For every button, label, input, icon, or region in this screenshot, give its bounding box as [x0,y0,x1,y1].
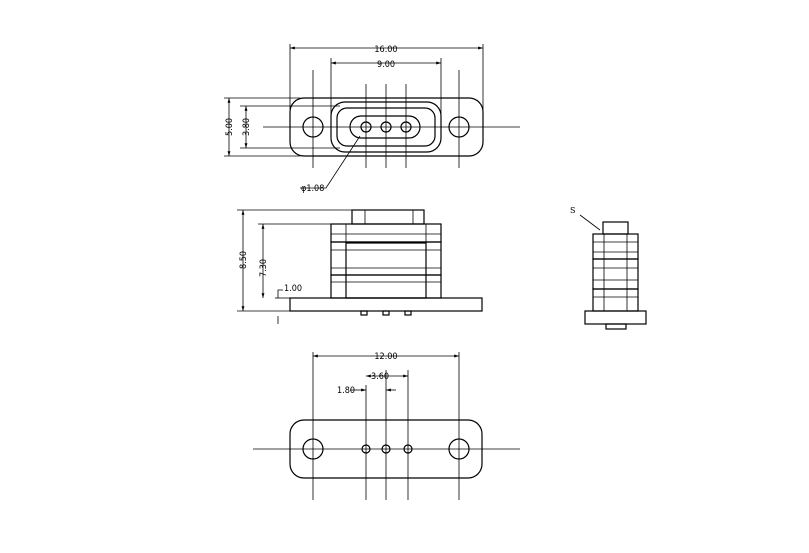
dim-hole-spacing: 12.00 [374,352,397,362]
dim-height: 5.00 [225,118,235,136]
dim-flange-thickness: 1.00 [284,284,302,294]
top-view: 16.00 9.00 5.00 3.80 φ1.08 [224,44,520,194]
side-view: 8.50 7.30 1.00 [237,209,483,324]
dim-pin-span: 3.60 [371,372,389,382]
dim-body-height: 7.30 [259,259,269,277]
small-side-view: S [570,206,647,330]
dim-overall-width: 16.00 [374,45,397,55]
small-view-label: S [570,206,575,215]
dim-total-height: 8.50 [239,251,249,269]
side-view-body-ring-2 [330,241,442,276]
dim-pin-diameter: φ1.08 [301,184,324,194]
side-view-body-ring-1 [330,274,442,299]
bottom-view: 12.00 3.60 1.80 [253,352,520,500]
dim-window-width: 9.00 [377,60,395,70]
dim-window-height: 3.80 [242,118,252,136]
side-view-flange [289,297,483,312]
side-view-body-core [345,242,427,299]
side-view-top-cap [351,209,425,225]
dim-pin-pitch: 1.80 [337,386,355,396]
side-view-body-ring-3 [330,223,442,243]
